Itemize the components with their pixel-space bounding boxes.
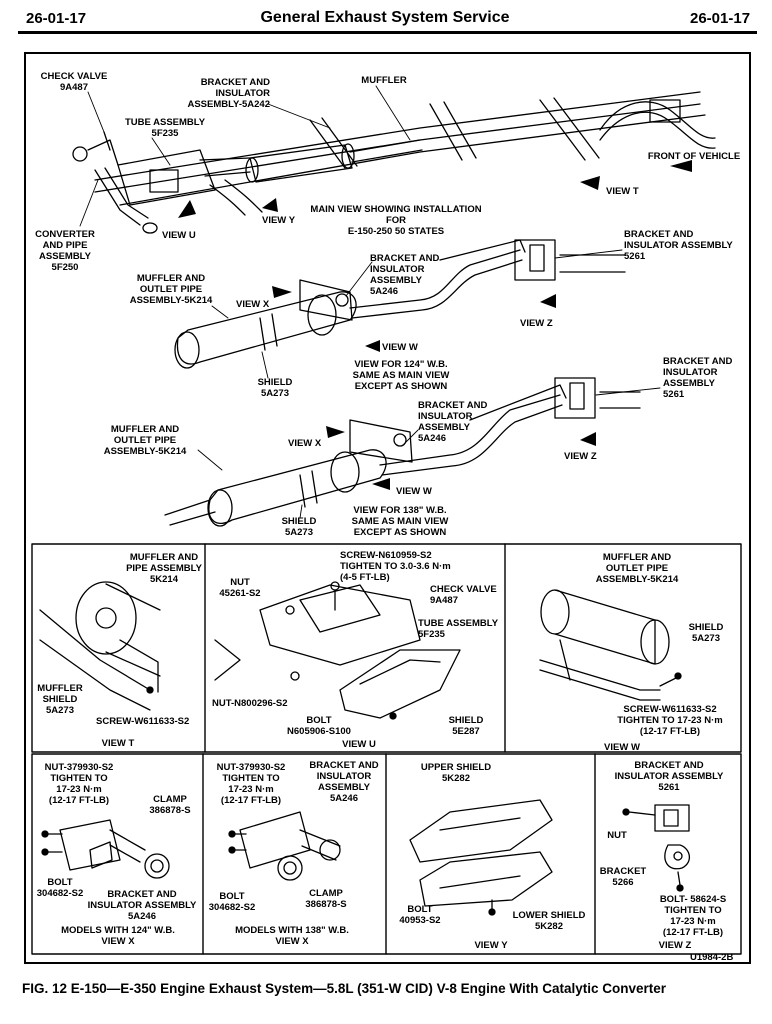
panel-x138-title: MODELS WITH 138" W.B. VIEW X	[235, 925, 349, 947]
panel-x138-clamp: CLAMP 386878-S	[305, 888, 347, 910]
panel-x124-nut: NUT-379930-S2 TIGHTEN TO 17-23 N·m (12-1…	[44, 762, 114, 806]
panel-t-muffler-shield: MUFFLER SHIELD 5A273	[37, 683, 83, 716]
panel-w-screw: SCREW-W611633-S2 TIGHTEN TO 17-23 N·m (1…	[617, 704, 723, 737]
page-title: General Exhaust System Service	[260, 9, 510, 26]
view-z-drawing	[622, 804, 690, 892]
panel-y-upper-shield: UPPER SHIELD 5K282	[420, 762, 492, 784]
panel-y-title: VIEW Y	[474, 940, 508, 951]
panel-x138-bolt: BOLT 304682-S2	[208, 891, 256, 913]
panel-u-title: VIEW U	[342, 739, 376, 750]
label-bracket-5261-138: BRACKET AND INSULATOR ASSEMBLY 5261	[663, 356, 733, 400]
label-check-valve: CHECK VALVE 9A487	[40, 71, 108, 93]
main-view-arrows	[178, 160, 692, 218]
label-bracket-5261-124: BRACKET AND INSULATOR ASSEMBLY 5261	[624, 229, 733, 262]
panel-z-nut: NUT	[607, 830, 627, 841]
label-view-z-124: VIEW Z	[520, 318, 553, 329]
panel-x138-bracket: BRACKET AND INSULATOR ASSEMBLY 5A246	[309, 760, 379, 804]
header-rule	[18, 31, 757, 34]
view-u-drawing	[214, 581, 461, 720]
page-number-right: 26-01-17	[690, 10, 751, 27]
panel-y-lower-shield: LOWER SHIELD 5K282	[512, 910, 586, 932]
view-138-caption: VIEW FOR 138" W.B. SAME AS MAIN VIEW EXC…	[351, 505, 449, 538]
view-138-drawing	[164, 377, 641, 527]
view-x124-drawing	[41, 819, 170, 879]
label-view-w-138: VIEW W	[396, 486, 432, 497]
view-y-drawing	[409, 799, 553, 916]
panel-u-bolt: BOLT N605906-S100	[287, 715, 351, 737]
main-view-drawing	[72, 91, 716, 234]
label-view-x-138: VIEW X	[288, 438, 322, 449]
panel-u-nut-n800296: NUT-N800296-S2	[212, 698, 288, 709]
view-124-arrows	[272, 286, 556, 352]
label-front-of-vehicle: FRONT OF VEHICLE	[647, 151, 741, 162]
view-x138-drawing	[228, 811, 341, 881]
view-w-drawing	[539, 589, 682, 701]
panel-u-nut: NUT 45261-S2	[219, 577, 261, 599]
panel-t-screw: SCREW-W611633-S2	[96, 716, 190, 727]
label-converter: CONVERTER AND PIPE ASSEMBLY 5F250	[35, 229, 95, 273]
main-view-leaders	[79, 85, 411, 227]
view-138-leaders	[197, 387, 661, 519]
label-view-z-138: VIEW Z	[564, 451, 597, 462]
panel-t-title: VIEW T	[101, 738, 135, 749]
view-124-caption: VIEW FOR 124" W.B. SAME AS MAIN VIEW EXC…	[352, 359, 450, 392]
label-view-x-124: VIEW X	[236, 299, 270, 310]
label-muffler-outlet-124: MUFFLER AND OUTLET PIPE ASSEMBLY-5K214	[129, 273, 213, 306]
panel-x124-bracket: BRACKET AND INSULATOR ASSEMBLY 5A246	[87, 889, 197, 922]
panel-u-shield: SHIELD 5E287	[448, 715, 484, 737]
panel-x138-nut: NUT-379930-S2 TIGHTEN TO 17-23 N·m (12-1…	[216, 762, 286, 806]
panel-w-muffler-outlet: MUFFLER AND OUTLET PIPE ASSEMBLY-5K214	[595, 552, 679, 585]
label-view-u: VIEW U	[162, 230, 196, 241]
label-shield-138: SHIELD 5A273	[281, 516, 317, 538]
label-view-y: VIEW Y	[262, 215, 296, 226]
panel-x124-title: MODELS WITH 124" W.B. VIEW X	[61, 925, 175, 947]
label-muffler: MUFFLER	[361, 75, 407, 86]
label-view-w-124: VIEW W	[382, 342, 418, 353]
view-124-drawing	[174, 239, 626, 369]
panel-z-bracket-5266: BRACKET 5266	[599, 866, 647, 888]
view-124-leaders	[211, 249, 623, 379]
panel-w-title: VIEW W	[604, 742, 640, 753]
panel-z-bolt: BOLT- 58624-S TIGHTEN TO 17-23 N·m (12-1…	[659, 894, 727, 938]
panel-u-screw: SCREW-N610959-S2 TIGHTEN TO 3.0-3.6 N·m …	[340, 550, 451, 583]
panel-u-tube-assembly: TUBE ASSEMBLY 5F235	[418, 618, 499, 640]
view-138-arrows	[326, 426, 596, 490]
panel-z-title: VIEW Z	[658, 940, 692, 951]
label-muffler-outlet-138: MUFFLER AND OUTLET PIPE ASSEMBLY-5K214	[103, 424, 187, 457]
figure-frame	[24, 52, 751, 964]
panel-x124-clamp: CLAMP 386878-S	[149, 794, 191, 816]
panel-x124-bolt: BOLT 304682-S2	[36, 877, 84, 899]
label-bracket-5a242: BRACKET AND INSULATOR ASSEMBLY-5A242	[187, 77, 270, 110]
label-bracket-5a246-138: BRACKET AND INSULATOR ASSEMBLY 5A246	[418, 400, 488, 444]
page-number-left: 26-01-17	[26, 10, 87, 27]
label-tube-assembly: TUBE ASSEMBLY 5F235	[124, 117, 206, 139]
panel-y-bolt: BOLT 40953-S2	[399, 904, 441, 926]
panel-z-bracket: BRACKET AND INSULATOR ASSEMBLY 5261	[614, 760, 724, 793]
label-shield-124: SHIELD 5A273	[257, 377, 293, 399]
main-view-caption: MAIN VIEW SHOWING INSTALLATION FOR E-150…	[310, 204, 482, 237]
figure-code: U1984-2B	[690, 952, 734, 963]
panel-u-check-valve: CHECK VALVE 9A487	[430, 584, 497, 606]
label-bracket-5a246-124: BRACKET AND INSULATOR ASSEMBLY 5A246	[370, 253, 440, 297]
page-header: 26-01-17 General Exhaust System Service …	[0, 6, 772, 34]
detail-grid	[31, 543, 742, 955]
panel-w-shield: SHIELD 5A273	[688, 622, 724, 644]
panel-t-muffler-pipe: MUFFLER AND PIPE ASSEMBLY 5K214	[126, 552, 202, 585]
view-t-drawing	[39, 581, 161, 711]
figure-caption: FIG. 12 E-150—E-350 Engine Exhaust Syste…	[22, 981, 667, 996]
label-view-t: VIEW T	[606, 186, 639, 197]
